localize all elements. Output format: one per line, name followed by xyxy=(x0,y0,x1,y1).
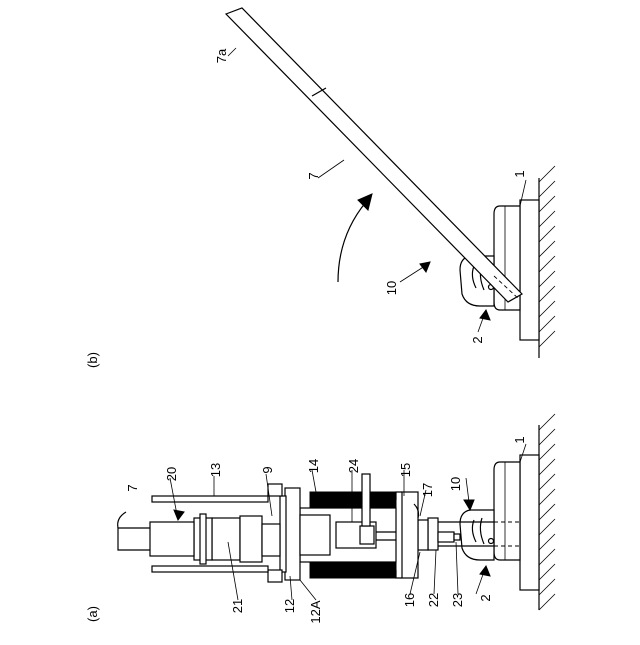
label-7-a: 7 xyxy=(125,484,140,491)
lower-clamp-a xyxy=(418,518,460,550)
label-12a-a: 12A xyxy=(308,600,323,623)
label-1-a: 1 xyxy=(512,436,527,443)
label-17-a: 17 xyxy=(420,483,435,497)
label-20-a: 20 xyxy=(164,467,179,481)
upper-part-20-a xyxy=(130,522,194,556)
label-13-a: 13 xyxy=(208,463,223,477)
label-2-b: 2 xyxy=(470,336,485,343)
arrow-2-a xyxy=(480,566,490,576)
label-7a-b: 7a xyxy=(214,48,229,63)
label-24-a: 24 xyxy=(346,459,361,473)
base-1-b xyxy=(494,200,539,340)
label-9-a: 9 xyxy=(260,466,275,473)
label-16-a: 16 xyxy=(402,593,417,607)
handle-7-a xyxy=(118,512,130,550)
ground-hatch-a xyxy=(539,414,555,610)
label-15-a: 15 xyxy=(398,463,413,477)
label-12-a: 12 xyxy=(282,599,297,613)
panel-b: (b) 7a 7 1 10 2 xyxy=(85,8,555,368)
label-21-a: 21 xyxy=(230,599,245,613)
cylinder-21-a xyxy=(194,514,280,564)
panel-a: (a) 7 20 13 9 14 24 15 17 10 1 21 12 12A… xyxy=(85,414,555,624)
label-10-a: 10 xyxy=(448,477,463,491)
arrow-20-a xyxy=(174,510,184,520)
label-14-a: 14 xyxy=(306,459,321,473)
rod-24-a xyxy=(362,474,370,526)
caption-b: (b) xyxy=(85,352,100,368)
label-7-b: 7 xyxy=(306,172,321,179)
label-22-a: 22 xyxy=(426,593,441,607)
label-23-a: 23 xyxy=(450,593,465,607)
rotation-arrow-b xyxy=(338,194,372,282)
base-1-a xyxy=(494,455,539,590)
pole-7-b xyxy=(226,8,522,302)
caption-a: (a) xyxy=(85,606,100,622)
arrow-10-b xyxy=(420,262,430,272)
ground-hatch-b xyxy=(539,166,555,358)
label-1-b: 1 xyxy=(512,170,527,177)
label-10-b: 10 xyxy=(384,281,399,295)
bracket-2-a xyxy=(460,510,494,560)
flange-15-a xyxy=(396,492,419,578)
arrow-2-b xyxy=(480,310,490,320)
arrow-10-a xyxy=(464,500,474,510)
label-2-a: 2 xyxy=(478,594,493,601)
